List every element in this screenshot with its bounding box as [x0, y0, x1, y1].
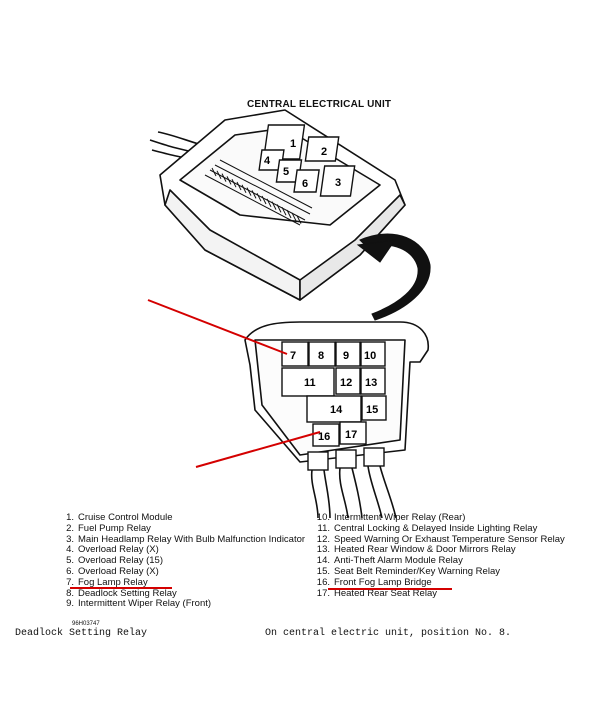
fuse-tick: [216, 170, 222, 180]
flip-arrow: [356, 233, 431, 321]
fuse-tick: [256, 192, 262, 202]
upper-relay-label: 3: [335, 177, 341, 189]
fuse-tick: [261, 195, 267, 205]
fuse-tick: [291, 212, 297, 222]
lower-relay-12: [335, 367, 361, 395]
fuse-tick: [286, 209, 292, 219]
red-pointer-to-relay-16: [195, 431, 321, 468]
upper-relay-label: 6: [302, 178, 308, 190]
note-relay-name: Deadlock Setting Relay: [15, 628, 148, 639]
lower-relay-label: 15: [366, 404, 378, 416]
fuse-tick: [281, 206, 287, 216]
upper-relay-6: [293, 169, 320, 193]
note-position: On central electric unit, position No. 8…: [265, 628, 512, 639]
fuse-strip: [204, 159, 313, 226]
fuse-tick: [221, 173, 227, 182]
lower-relay-label: 14: [330, 404, 343, 416]
legend-item: 1.Cruise Control Module: [66, 512, 173, 523]
lower-relay-label: 7: [290, 350, 296, 362]
lower-relay-label: 17: [345, 429, 357, 441]
lower-relay-label: 11: [304, 377, 316, 389]
fuse-tick: [231, 178, 237, 188]
lower-relay-label: 16: [318, 431, 330, 443]
legend-item: 10.Intermittent Wiper Relay (Rear): [316, 512, 466, 523]
lower-relay-label: 8: [318, 350, 324, 362]
lower-relay-13: [360, 367, 386, 395]
lower-relay-10: [360, 341, 386, 367]
upper-relay-label: 1: [290, 138, 296, 150]
legend-item: 4.Overload Relay (X): [66, 544, 159, 556]
figure-code: 96H03747: [72, 621, 100, 627]
central-electrical-unit-drawing: 1 2 3 4 5 6 7 8 9 10 11 12 13 14 15: [147, 109, 431, 519]
lower-relays: [281, 341, 387, 447]
legend-item: 9.Intermittent Wiper Relay (Front): [66, 598, 212, 610]
lower-relay-14: [306, 395, 362, 423]
fuse-tick: [211, 167, 217, 177]
lower-relay-11: [281, 367, 335, 397]
legend-item: 6.Overload Relay (X): [66, 565, 159, 577]
lower-relay-label: 9: [343, 350, 349, 362]
legend-item: 17.Heated Rear Seat Relay: [316, 587, 437, 599]
legend-item: 11.Central Locking & Delayed Inside Ligh…: [317, 522, 538, 534]
fuse-tick: [236, 181, 242, 191]
fuse-tick: [251, 190, 257, 199]
lower-relay-8: [308, 341, 336, 367]
fuse-tick: [266, 198, 272, 208]
diagram-title: CENTRAL ELECTRICAL UNIT: [247, 99, 392, 110]
lower-relay-15: [361, 395, 387, 421]
legend-item: 15.Seat Belt Reminder/Key Warning Relay: [316, 565, 500, 577]
legend-item: 14.Anti-Theft Alarm Module Relay: [316, 555, 463, 567]
upper-relay-label: 4: [264, 155, 271, 167]
legend-item: 13.Heated Rear Window & Door Mirrors Rel…: [316, 544, 516, 556]
legend-item: 5.Overload Relay (15): [66, 555, 164, 567]
lower-relay-label: 12: [340, 377, 352, 389]
fuse-tick: [246, 187, 252, 196]
lower-relay-9: [335, 341, 361, 367]
legend-item: 2.Fuel Pump Relay: [66, 522, 151, 534]
upper-relay-labels: 1 2 3 4 5 6: [264, 138, 341, 190]
fuse-tick: [296, 215, 302, 224]
fuse-tick: [226, 176, 232, 185]
lower-relay-labels: 7 8 9 10 11 12 13 14 15 16 17: [290, 350, 378, 443]
legend-item-highlighted: 16.Front Fog Lamp Bridge: [316, 576, 432, 588]
upper-relays: [258, 124, 356, 197]
upper-relay-2: [304, 136, 340, 162]
upper-relay-label: 2: [321, 146, 327, 158]
legend-item: 3.Main Headlamp Relay With Bulb Malfunct…: [66, 533, 306, 545]
lower-connectors: [307, 447, 385, 471]
red-pointer-to-relay-7: [147, 299, 288, 355]
upper-relay-label: 5: [283, 166, 289, 178]
legend-item: 8.Deadlock Setting Relay: [66, 587, 177, 599]
legend-left: 1.Cruise Control Module 2.Fuel Pump Rela…: [58, 512, 306, 610]
fuse-tick: [241, 184, 247, 194]
fuse-tick: [276, 204, 282, 213]
fuse-tick: [271, 201, 277, 210]
lower-relay-label: 10: [364, 350, 376, 362]
legend-item: 12.Speed Warning Or Exhaust Temperature …: [316, 533, 565, 545]
legend-item-highlighted: 7.Fog Lamp Relay: [66, 576, 148, 588]
lower-wiring-loom: [310, 465, 397, 519]
lower-relay-label: 13: [365, 377, 377, 389]
upper-relay-3: [319, 165, 356, 197]
legend-right: 10.Intermittent Wiper Relay (Rear) 11.Ce…: [314, 512, 565, 599]
lower-relay-17: [339, 421, 367, 445]
